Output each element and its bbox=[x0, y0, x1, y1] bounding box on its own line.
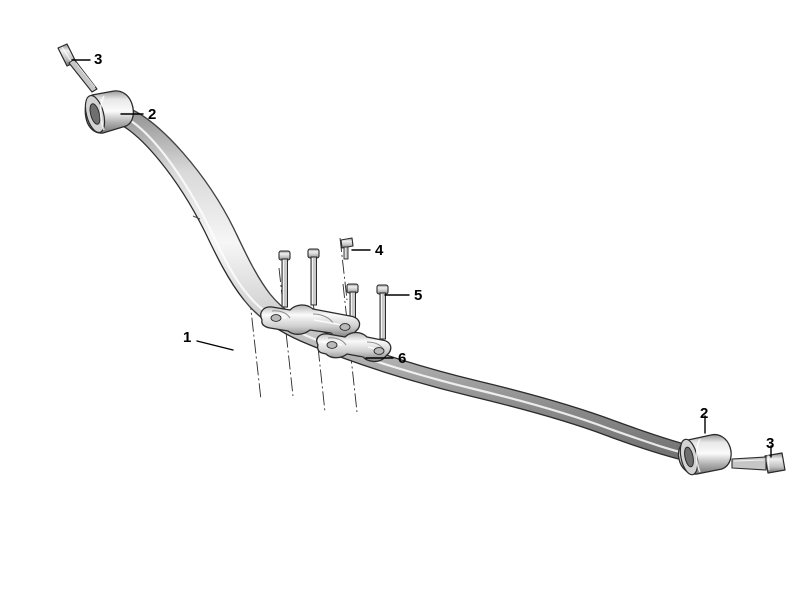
handlebar-tube bbox=[112, 107, 701, 464]
clamp-screws bbox=[278, 248, 389, 340]
callout-label-3-left: 3 bbox=[94, 51, 103, 68]
clamp-screw-b bbox=[307, 248, 320, 306]
callout-label-3-right: 3 bbox=[766, 435, 775, 452]
callout-leader-lines bbox=[71, 59, 772, 458]
bar-end-weight-left bbox=[84, 90, 134, 134]
leader-1 bbox=[196, 340, 234, 351]
clamp-screw-c bbox=[346, 283, 359, 339]
callout-label-1: 1 bbox=[183, 329, 192, 346]
small-screw bbox=[340, 237, 354, 260]
callout-label-2-right: 2 bbox=[700, 405, 709, 422]
clamp-screw-d bbox=[376, 284, 389, 340]
bar-end-screw-right bbox=[731, 452, 786, 474]
handlebar-clamp-lower bbox=[316, 331, 392, 363]
callout-label-5: 5 bbox=[414, 287, 423, 304]
callout-label-2-left: 2 bbox=[148, 106, 157, 123]
callout-label-4: 4 bbox=[375, 242, 384, 259]
clamp-screw-a bbox=[278, 250, 291, 308]
axis-lines bbox=[246, 237, 358, 413]
bar-end-screw-left bbox=[57, 43, 98, 93]
bar-end-weight-right bbox=[677, 433, 732, 476]
callout-label-6: 6 bbox=[398, 350, 407, 367]
